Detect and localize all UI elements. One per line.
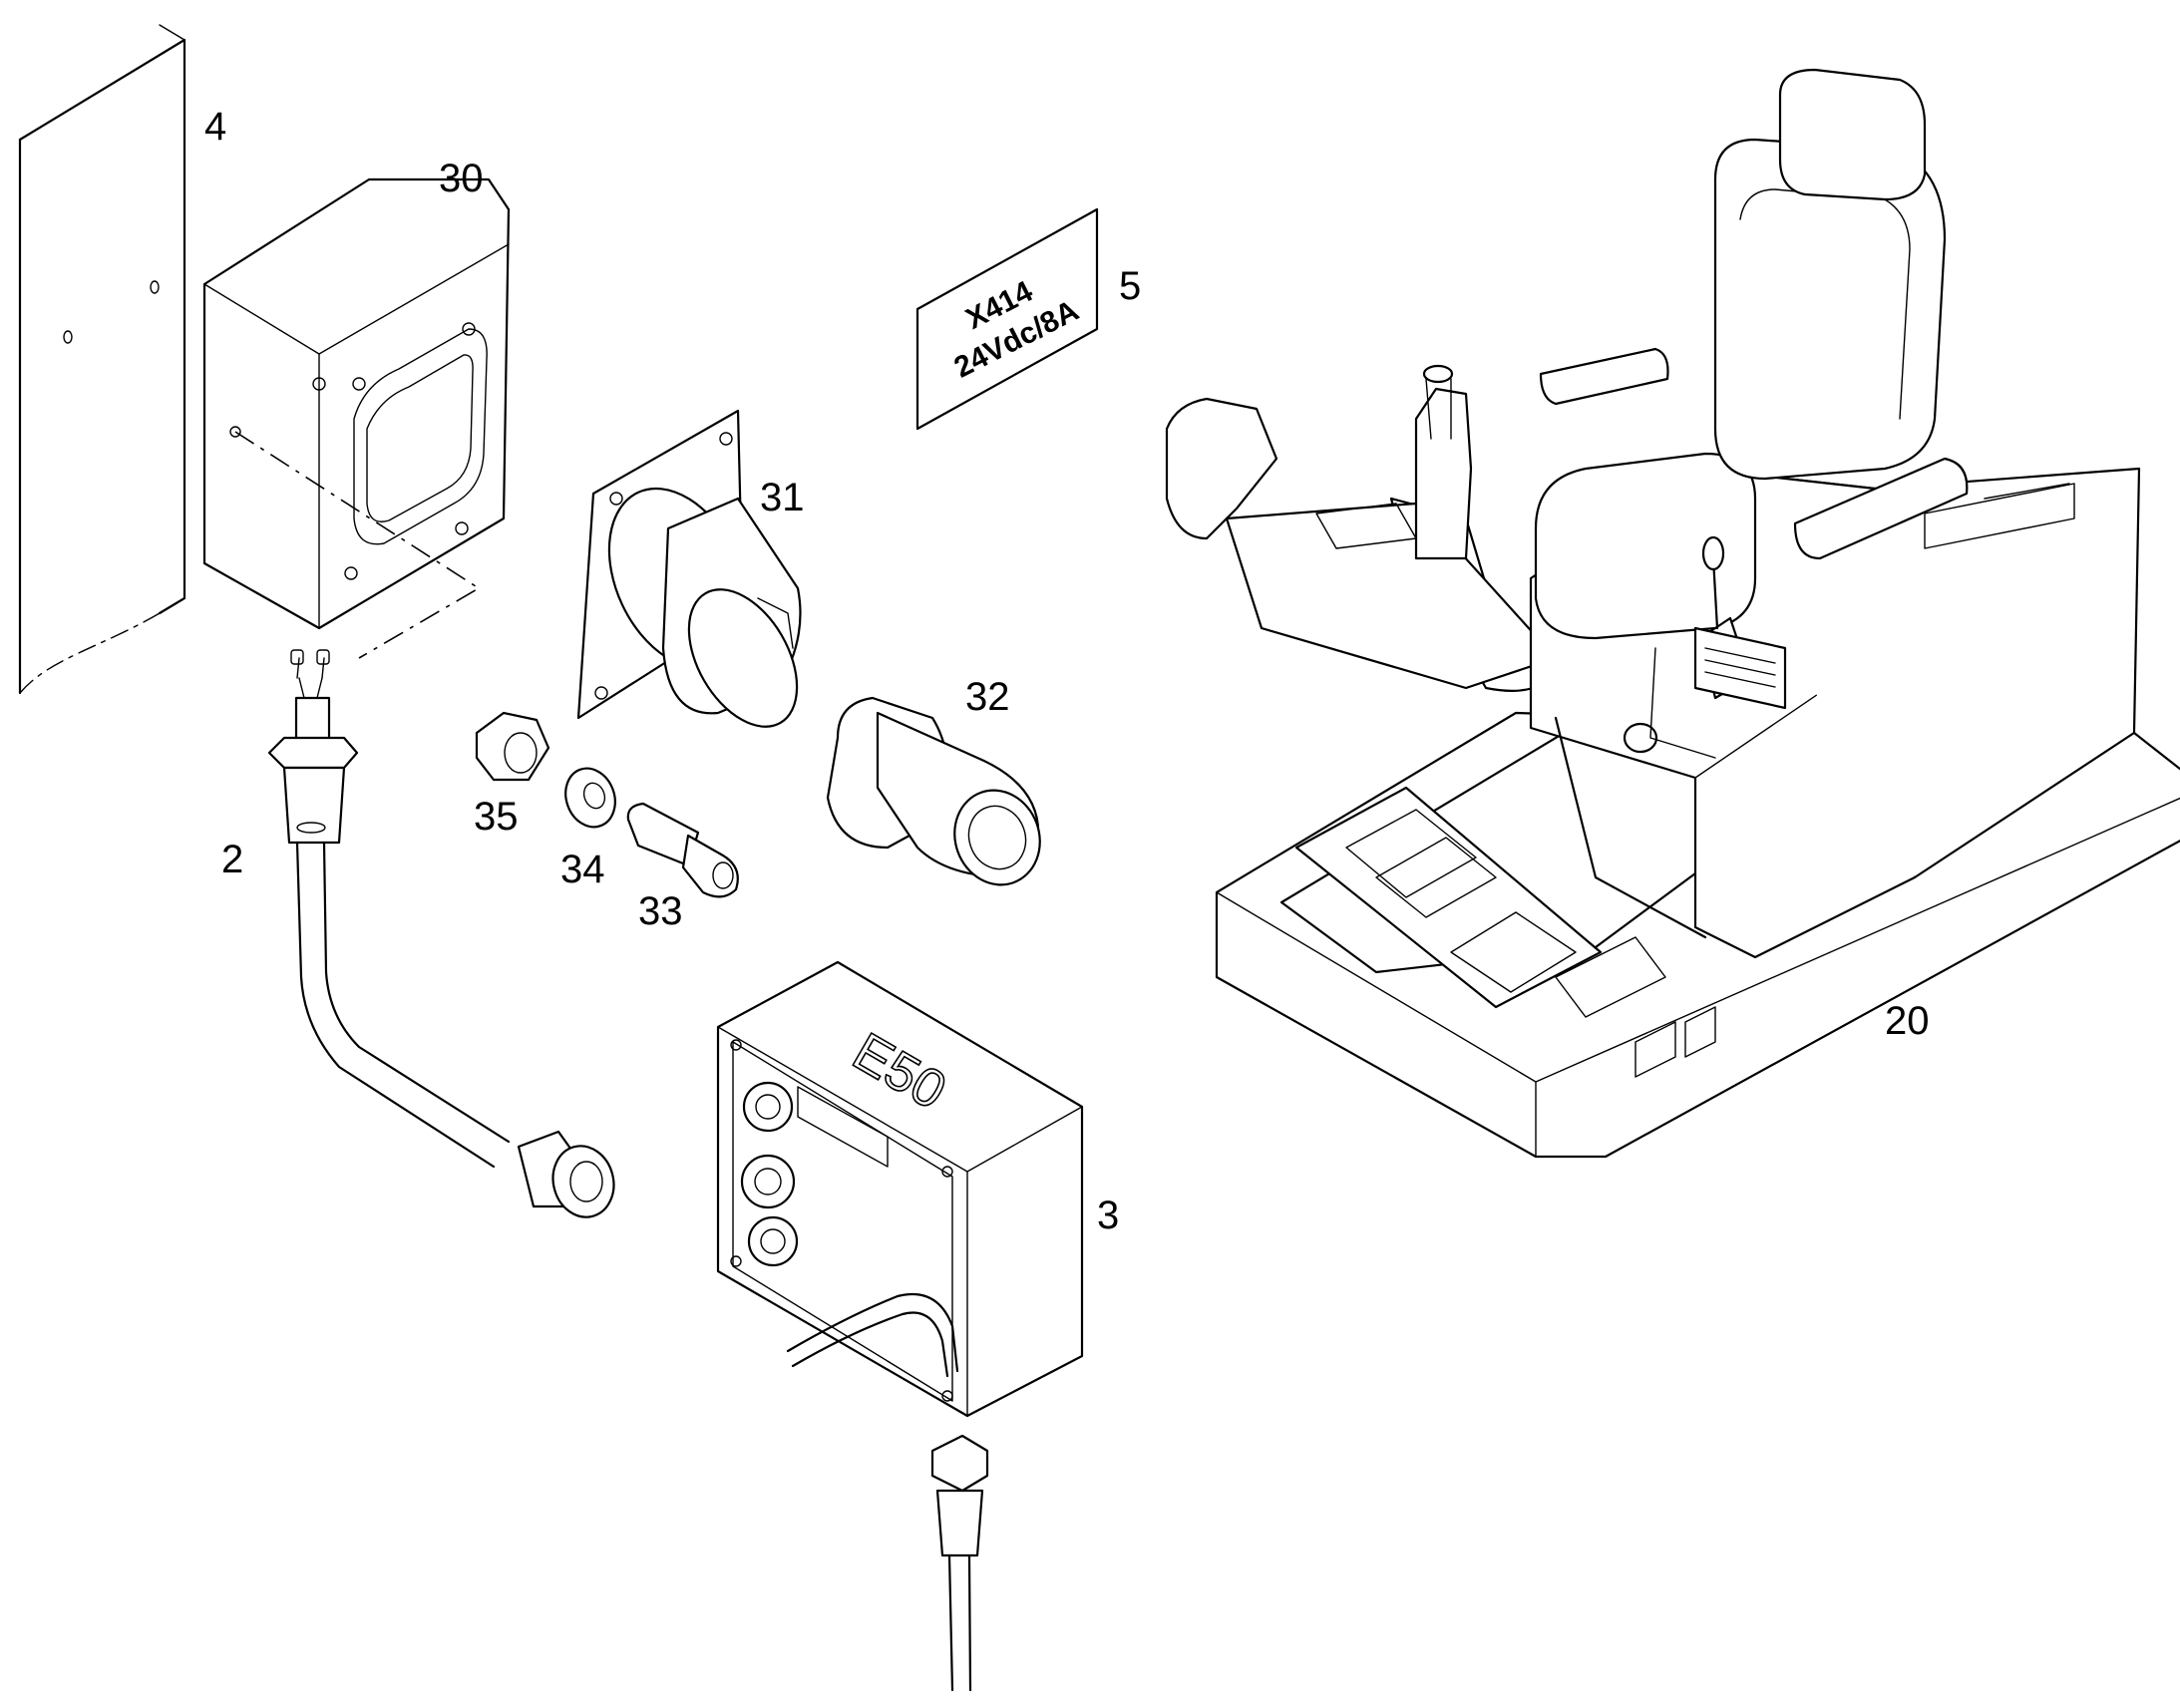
power-socket: [576, 409, 802, 728]
washer: [564, 767, 616, 829]
wall-panel: [18, 24, 186, 695]
callouts: 4 30 5 31 32 35 34 33 2 20 3: [204, 105, 1930, 1237]
callout-32: 32: [965, 675, 1010, 719]
socket-cap: [826, 696, 1041, 886]
hex-nut: [475, 711, 550, 782]
callout-3: 3: [1097, 1194, 1119, 1237]
callout-30: 30: [439, 157, 484, 200]
callout-31: 31: [760, 476, 805, 519]
callout-5: 5: [1119, 264, 1141, 308]
housing-box: [202, 177, 511, 659]
bolt: [626, 802, 739, 898]
callout-20: 20: [1885, 999, 1930, 1043]
callout-4: 4: [204, 105, 226, 149]
callout-2: 2: [221, 838, 243, 881]
label-plate: X414 24Vdc/8A: [915, 207, 1099, 431]
cable-gland: [267, 649, 615, 1218]
callout-34: 34: [560, 848, 605, 891]
callout-35: 35: [474, 795, 519, 839]
callout-33: 33: [638, 889, 683, 933]
junction-box: E50: [716, 960, 1084, 1692]
operator-platform: [1165, 68, 2180, 1159]
